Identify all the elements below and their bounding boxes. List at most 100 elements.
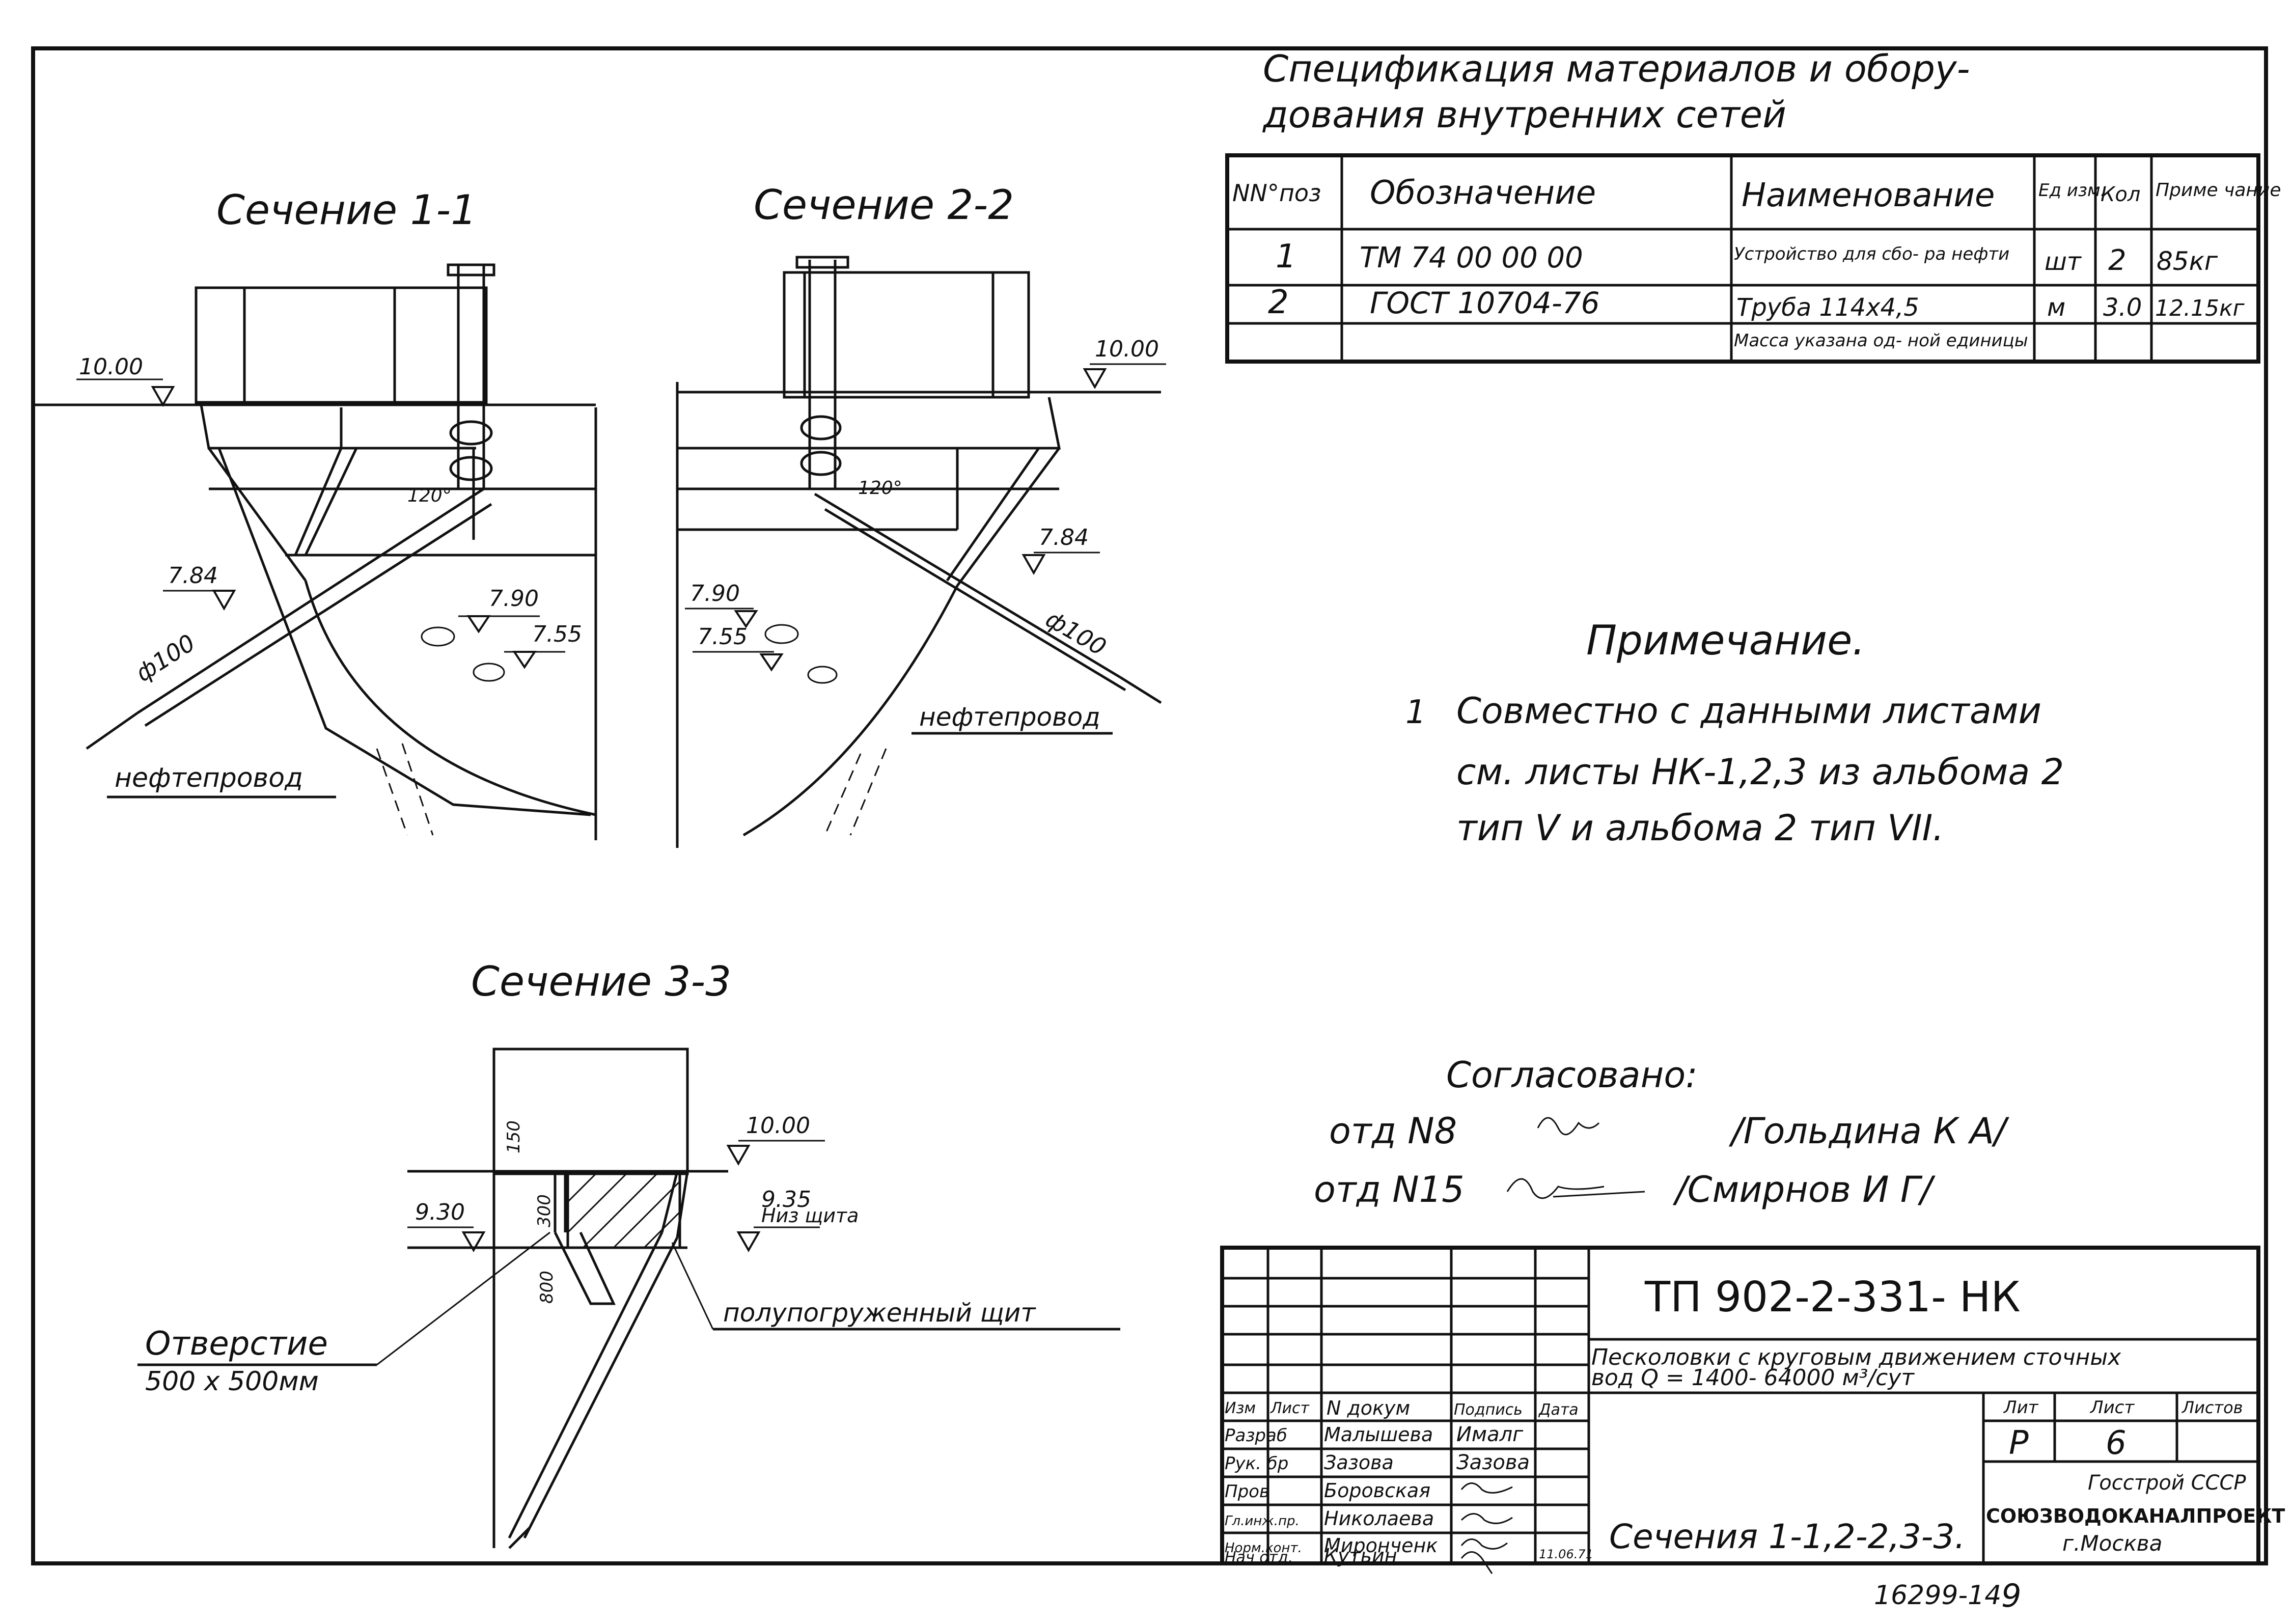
- stamp-hdr-list: Лист: [1270, 1399, 1310, 1417]
- s22-level-755: 7.55: [698, 624, 748, 650]
- stamp-lit-hdr: Лит: [2003, 1397, 2039, 1418]
- spec-table-grid: [1225, 153, 2260, 364]
- note-line3: тип V и альбома 2 тип VII.: [1456, 807, 1944, 849]
- s22-level-790: 7.90: [690, 581, 740, 607]
- agreed-block: Согласовано: отд N8 /Гольдина К А/ отд N…: [1314, 1054, 2009, 1210]
- spec-hdr-note: Приме чание: [2156, 180, 2281, 201]
- agreed-row1-dept: отд N8: [1329, 1110, 1457, 1152]
- s22-angle: 120°: [858, 478, 902, 499]
- stamp-name-3: Боровская: [1324, 1479, 1430, 1502]
- s11-level-784: 7.84: [168, 563, 218, 589]
- spec-title-line2: дования внутренних сетей: [1262, 93, 1786, 136]
- section-3-3-title: Сечение 3-3: [471, 958, 731, 1005]
- stamp-signature-2: Зазова: [1456, 1451, 1530, 1474]
- s22-oilpipe-label: нефтепровод: [919, 702, 1100, 732]
- s11-level-1000: 10.00: [79, 354, 143, 380]
- spec-row1-unit: шт: [2045, 247, 2082, 276]
- stamp-hdr-ndoc: N докум: [1327, 1397, 1410, 1419]
- spec-row1-name: Устройство для сбо- ра нефти: [1734, 244, 2009, 264]
- section-2-2: Сечение 2-2: [676, 181, 1166, 848]
- note-line2: см. листы НК-1,2,3 из альбома 2: [1456, 751, 2064, 793]
- sheet-border: [31, 46, 2268, 1565]
- section-2-2-title: Сечение 2-2: [754, 181, 1014, 229]
- stamp-org-2: СОЮЗВОДОКАНАЛПРОЕКТ: [1986, 1505, 2285, 1527]
- s33-level-935-sub: Низ щита: [761, 1204, 859, 1227]
- agreed-title: Согласовано:: [1446, 1054, 1698, 1096]
- spec-row1-designation: ТМ 74 00 00 00: [1360, 241, 1583, 274]
- s22-diameter: ф100: [1041, 605, 1111, 661]
- stamp-signature-6: [1460, 1551, 1493, 1574]
- stamp-role-5: Норм.конт.: [1225, 1540, 1302, 1556]
- stamp-name-2: Зазова: [1324, 1451, 1394, 1474]
- spec-row1-qty: 2: [2108, 244, 2127, 277]
- s11-level-755: 7.55: [532, 621, 582, 647]
- stamp-name-1: Малышева: [1324, 1423, 1433, 1446]
- stamp-project-line1: Песколовки с круговым движением сточных: [1591, 1344, 2121, 1370]
- stamp-role-2: Рук. бр: [1225, 1453, 1288, 1474]
- s33-shield-label: полупогруженный щит: [723, 1298, 1036, 1328]
- title-block: ТП 902-2-331- НК Песколовки с круговым д…: [1220, 1246, 2285, 1574]
- s33-level-935: 9.35: [761, 1187, 811, 1213]
- s33-dim-300: 300: [534, 1194, 555, 1227]
- spec-hdr-designation: Обозначение: [1370, 174, 1596, 212]
- agreed-row1-signature: [1537, 1117, 1600, 1136]
- stamp-hdr-date: Дата: [1538, 1401, 1579, 1419]
- stamp-signature-4: [1460, 1513, 1513, 1524]
- stamp-signature-5: [1460, 1538, 1508, 1550]
- section-3-3: Сечение 3-3 150 300 800 10.00: [137, 958, 1120, 1549]
- s11-level-790: 7.90: [489, 586, 539, 612]
- stamp-role-3: Пров: [1225, 1481, 1269, 1502]
- spec-row3-name: Масса указана од- ной единицы: [1734, 331, 2028, 351]
- stamp-date: 11.06.71: [1539, 1547, 1593, 1561]
- spec-row2-unit: м: [2047, 293, 2065, 322]
- stamp-role-1: Разраб: [1225, 1425, 1287, 1446]
- archive-number: 16299-14: [1874, 1580, 2001, 1611]
- stamp-role-6: Нач отд.: [1225, 1549, 1293, 1566]
- stamp-lit-val: Р: [2009, 1424, 2029, 1462]
- stamp-name-5: Миронченк: [1324, 1534, 1438, 1557]
- spec-row1-pos: 1: [1276, 238, 1296, 276]
- s11-oilpipe-label: нефтепровод: [115, 763, 303, 793]
- spec-row1-note: 85кг: [2157, 246, 2218, 276]
- s11-angle: 120°: [407, 485, 452, 506]
- stamp-org-1: Госстрой СССР: [2088, 1471, 2246, 1495]
- spec-row2-qty: 3.0: [2103, 293, 2142, 322]
- stamp-org-3: г.Москва: [2062, 1531, 2162, 1556]
- note-title: Примечание.: [1586, 617, 1865, 664]
- spec-block: Спецификация материалов и обору- дования…: [1225, 47, 2281, 364]
- s22-level-784: 7.84: [1039, 525, 1089, 550]
- stamp-signature-3: [1460, 1482, 1513, 1494]
- s33-level-930: 9.30: [415, 1199, 465, 1225]
- spec-title-line1: Спецификация материалов и обору-: [1263, 47, 1970, 90]
- stamp-project-line2: вод Q = 1400- 64000 м³/сут: [1591, 1365, 1915, 1391]
- agreed-row2-signature: [1506, 1178, 1645, 1199]
- s22-level-1000: 10.00: [1095, 336, 1159, 362]
- section-1-1-title: Сечение 1-1: [216, 186, 477, 234]
- stamp-signature-1: Ималг: [1456, 1423, 1524, 1446]
- spec-hdr-unit: Ед изм.: [2038, 180, 2106, 201]
- agreed-row1-name: /Гольдина К А/: [1728, 1110, 2009, 1152]
- s33-hole-label-1: Отверстие: [145, 1325, 328, 1363]
- page-number: 9: [2001, 1577, 2021, 1614]
- spec-hdr-pos: NN°поз: [1232, 179, 1321, 207]
- stamp-hdr-izm: Изм: [1225, 1399, 1256, 1417]
- stamp-sheets-hdr: Листов: [2181, 1398, 2243, 1417]
- spec-row2-designation: ГОСТ 10704-76: [1370, 286, 1600, 320]
- spec-hdr-name: Наименование: [1742, 177, 1995, 214]
- stamp-sheet-title: Сечения 1-1,2-2,3-3.: [1609, 1517, 1965, 1556]
- note-block: Примечание. 1 Совместно с данными листам…: [1405, 617, 2064, 849]
- agreed-row2-dept: отд N15: [1314, 1169, 1465, 1210]
- s33-dim-150: 150: [504, 1120, 524, 1153]
- s33-hole-label-2: 500 х 500мм: [145, 1366, 319, 1397]
- section-1-1: Сечение 1-1: [33, 186, 597, 840]
- s33-level-1000: 10.00: [746, 1113, 810, 1139]
- stamp-name-4: Николаева: [1324, 1507, 1434, 1530]
- stamp-name-6: Кутьин: [1324, 1545, 1397, 1567]
- spec-row2-name: Труба 114х4,5: [1736, 293, 1919, 322]
- stamp-hdr-sign: Подпись: [1454, 1401, 1523, 1419]
- note-num: 1: [1405, 694, 1426, 731]
- stamp-code: ТП 902-2-331- НК: [1644, 1273, 2021, 1322]
- stamp-role-4: Гл.инж.пр.: [1225, 1513, 1300, 1529]
- stamp-sheet-hdr: Лист: [2089, 1397, 2135, 1418]
